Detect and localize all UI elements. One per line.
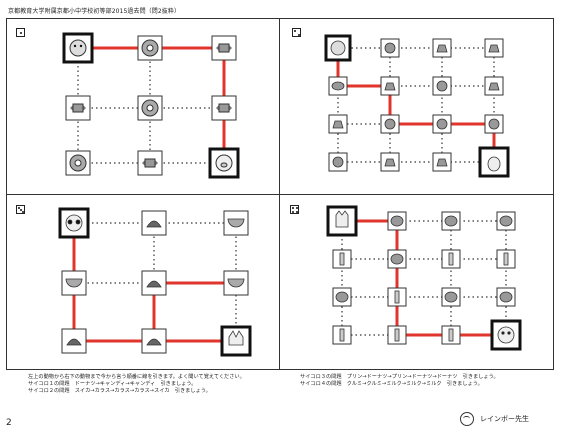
page-number: 2: [6, 418, 12, 428]
puzzle-dice-one: [6, 18, 280, 195]
page-header: 京都教育大学附属京都小中学校初等部2015過去問（問2抜粋）: [8, 6, 180, 15]
instruction-line: サイコロ２の問題 スイカ→カラス→カラス→カラス→スイカ 引きましょう。: [28, 388, 245, 395]
puzzle-dice-three: [6, 195, 280, 370]
rainbow-logo-icon: [460, 412, 474, 426]
instructions-right: サイコロ３の問題 プリン→ドーナツ→プリン→ドーナツ→ドーナツ 引きましょう。 …: [300, 374, 499, 388]
puzzle-dice-two: [280, 18, 554, 195]
dice-two-icon: [292, 28, 301, 37]
brand-name: レインボー先生: [480, 414, 529, 424]
dice-four-icon: [290, 205, 299, 214]
brand: レインボー先生: [460, 412, 529, 426]
dice-three-icon: [16, 205, 25, 214]
instruction-line: サイコロ４の問題 クルミ→クルミ→ミルク→ミルク→ミルク 引きましょう。: [300, 381, 499, 388]
dice-one-icon: [16, 28, 25, 37]
puzzle-dice-four: [280, 195, 554, 370]
instructions-left: 左上の動物から右下の動物まで今から言う順番に線を引きます。よく聞いて覚えてくださ…: [28, 374, 245, 396]
